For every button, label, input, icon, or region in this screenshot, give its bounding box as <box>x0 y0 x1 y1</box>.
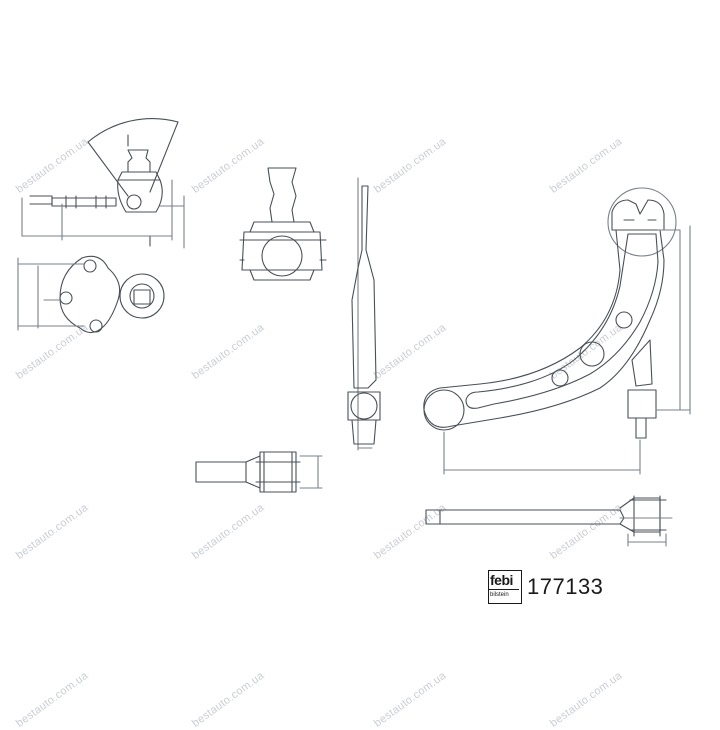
bushing-detail <box>195 451 323 493</box>
ball-joint-side-view <box>21 118 185 249</box>
part-number: 177133 <box>527 574 604 599</box>
control-arm-side-profile <box>347 177 381 451</box>
logo-divider <box>489 589 519 591</box>
ball-joint-top-view <box>17 255 165 334</box>
logo-frame <box>488 570 522 604</box>
control-arm-front-view <box>425 495 673 547</box>
logo-subtitle: bilstein <box>490 592 509 598</box>
control-arm-main-view <box>423 187 691 475</box>
logo-word: febi <box>490 572 513 588</box>
ball-joint-section-view <box>239 167 327 281</box>
febi-bilstein-logo: febi bilstein <box>488 570 522 604</box>
